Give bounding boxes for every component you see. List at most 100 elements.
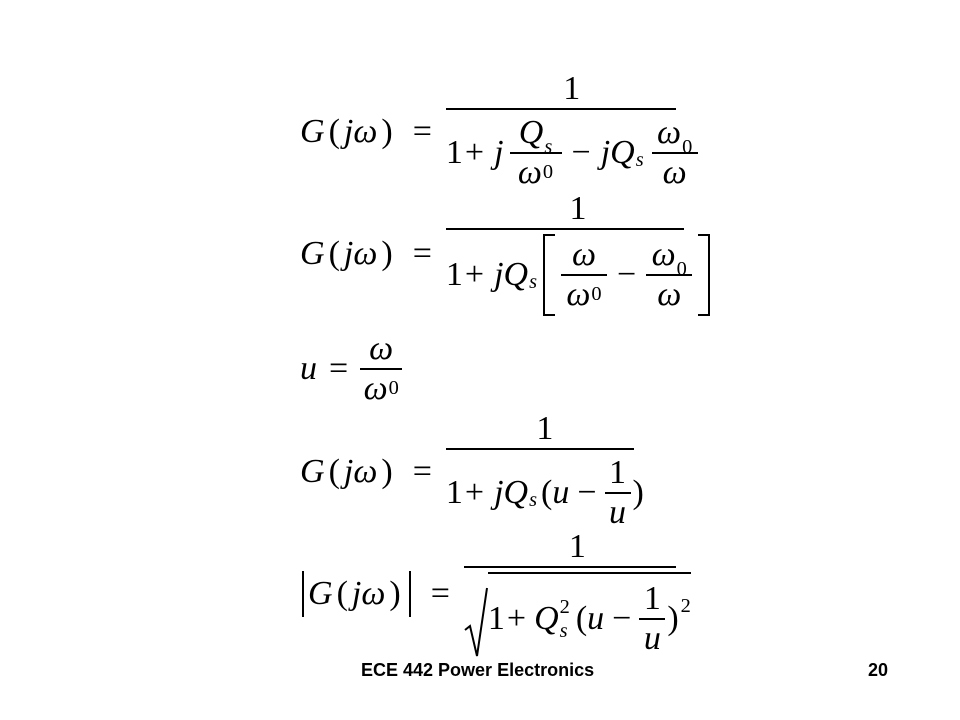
paren-right: )	[381, 235, 393, 272]
numeral-one: 1	[609, 454, 627, 491]
superscript-two: 2	[680, 595, 691, 618]
inner-numerator: 1	[609, 454, 626, 492]
numeral-one: 1	[568, 528, 586, 565]
fraction-bar	[509, 152, 562, 154]
plus-sign: +	[464, 256, 485, 293]
left-bracket	[543, 234, 556, 316]
symbol-Q: Q	[610, 134, 635, 171]
equals-sign: =	[329, 350, 349, 387]
minus-sign: −	[571, 134, 591, 171]
symbol-omega: ω	[651, 236, 676, 273]
fraction-bar	[639, 618, 666, 620]
paren-right: )	[389, 575, 401, 612]
equals-sign: =	[412, 113, 432, 150]
symbol-omega: ω	[517, 154, 542, 191]
one-over-u: 1 u	[639, 580, 666, 658]
footer-title: ECE 442 Power Electronics	[361, 660, 595, 680]
paren-left: (	[328, 113, 340, 150]
subscript-zero: 0	[591, 283, 602, 306]
eq2-numerator: 1	[569, 190, 587, 228]
symbol-j: j	[494, 256, 504, 293]
symbol-omega: ω	[572, 236, 597, 273]
symbol-G: G	[300, 453, 325, 490]
symbol-u: u	[643, 620, 661, 657]
plus-sign: +	[464, 474, 485, 511]
symbol-u: u	[609, 494, 627, 531]
fraction-bar	[445, 228, 684, 230]
paren-right: )	[381, 453, 393, 490]
inner-denominator: u	[609, 494, 626, 532]
symbol-omega: ω	[369, 330, 394, 367]
numeral-one: 1	[445, 256, 463, 293]
symbol-omega: ω	[566, 276, 591, 313]
symbol-omega: ω	[353, 113, 378, 150]
symbol-G: G	[300, 235, 325, 272]
subscript-zero: 0	[542, 161, 554, 184]
eq4-numerator: 1	[536, 410, 554, 448]
subscript-s: s	[529, 270, 538, 293]
paren-left: (	[328, 453, 340, 490]
symbol-Q: Q	[503, 474, 529, 511]
numeral-one: 1	[445, 134, 463, 171]
minus-sign: −	[617, 256, 637, 293]
numeral-one: 1	[569, 190, 587, 227]
symbol-omega: ω	[353, 453, 378, 490]
fraction-bar	[651, 152, 698, 154]
fraction-bar	[360, 368, 403, 370]
subscript-s: s	[635, 148, 644, 171]
eq5-numerator: 1	[568, 528, 586, 566]
symbol-j: j	[351, 575, 362, 612]
symbol-omega: ω	[657, 114, 682, 151]
minus-sign: −	[577, 474, 597, 511]
Q-scripts: 2 s	[559, 596, 570, 642]
fraction-bar	[646, 274, 693, 276]
symbol-omega: ω	[662, 154, 687, 191]
plus-sign: +	[464, 134, 485, 171]
subscript-zero: 0	[676, 258, 687, 281]
one-over-u: 1 u	[604, 454, 631, 532]
equals-sign: =	[412, 235, 432, 272]
subscript-s: s	[544, 136, 553, 159]
eq1-numerator: 1	[563, 70, 580, 108]
radical-sign-icon	[464, 587, 488, 657]
symbol-Q: Q	[518, 114, 544, 151]
equals-sign: =	[412, 453, 432, 490]
inner-numerator: ω	[369, 330, 393, 368]
absolute-value-bar-left	[302, 571, 304, 617]
eq5-fraction: 1 1 + Q 2 s ( u −	[463, 528, 691, 658]
symbol-omega: ω	[353, 235, 378, 272]
numeral-one: 1	[536, 410, 554, 447]
symbol-G: G	[308, 575, 333, 612]
symbol-u: u	[300, 350, 317, 387]
fraction-bar	[561, 274, 608, 276]
symbol-omega: ω	[361, 575, 386, 612]
plus-sign: +	[506, 600, 527, 637]
symbol-Q: Q	[534, 600, 559, 637]
fraction-bar	[604, 492, 631, 494]
subscript-s: s	[559, 620, 568, 642]
equals-sign: =	[430, 575, 450, 612]
numeral-one: 1	[487, 600, 505, 637]
numeral-one: 1	[445, 474, 463, 511]
subscript-s: s	[529, 488, 538, 511]
absolute-value-bar-right	[408, 571, 411, 617]
